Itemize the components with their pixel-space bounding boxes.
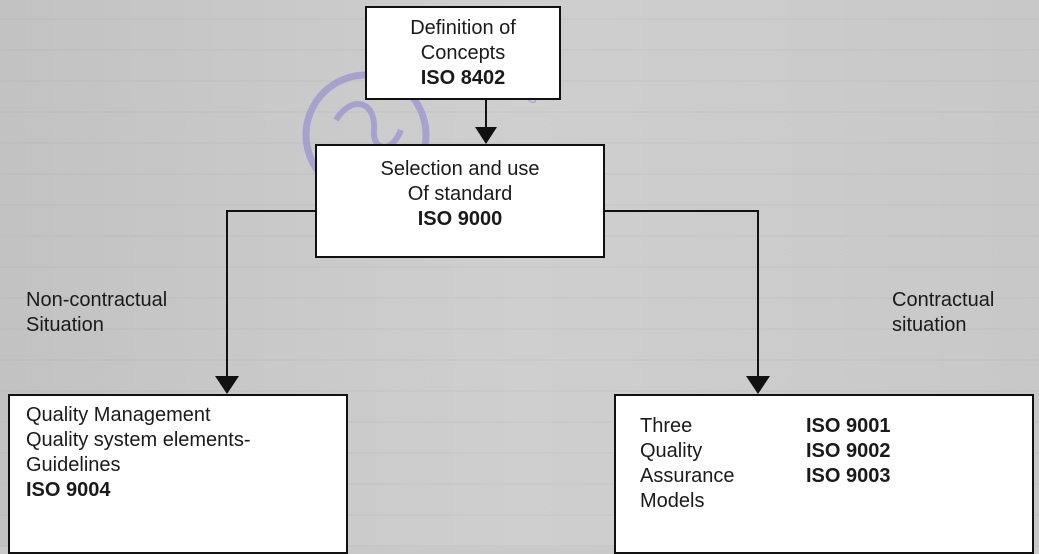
assurance-label-1: Three <box>640 415 693 437</box>
quality-management-box: Quality Management Quality system elemen… <box>8 394 348 554</box>
assurance-label-3: Assurance <box>640 465 735 487</box>
non-contractual-label: Non-contractual Situation <box>26 288 167 338</box>
standard-iso-9003: ISO 9003 <box>806 465 891 487</box>
assurance-label-2: Quality <box>640 440 703 462</box>
assurance-label-4: Models <box>640 490 705 512</box>
selection-and-use-box: Selection and use Of standard ISO 9000 <box>315 144 605 258</box>
qm-line1: Quality Management <box>26 404 211 426</box>
contractual-line1: Contractual <box>892 289 995 311</box>
non-contractual-line2: Situation <box>26 314 104 336</box>
standard-iso-9001: ISO 9001 <box>806 415 891 437</box>
definition-standard: ISO 8402 <box>420 67 506 89</box>
definition-of-concepts-box: Definition of Concepts ISO 8402 <box>365 6 561 100</box>
qm-standard: ISO 9004 <box>26 479 111 501</box>
contractual-line2: situation <box>892 314 967 336</box>
selection-title: Selection and use <box>380 158 540 180</box>
assurance-models-standards: ISO 9001 ISO 9002 ISO 9003 <box>806 414 891 489</box>
qm-line3: Guidelines <box>26 454 121 476</box>
contractual-label: Contractual situation <box>892 288 994 338</box>
definition-title: Definition of Concepts <box>410 17 516 64</box>
assurance-models-labels: Three Quality Assurance Models <box>640 414 735 514</box>
selection-subtitle: Of standard <box>407 183 513 205</box>
non-contractual-line1: Non-contractual <box>26 289 168 311</box>
quality-assurance-models-box: Three Quality Assurance Models ISO 9001 … <box>614 394 1034 554</box>
qm-line2: Quality system elements- <box>26 429 251 451</box>
selection-standard: ISO 9000 <box>417 208 503 230</box>
standard-iso-9002: ISO 9002 <box>806 440 891 462</box>
